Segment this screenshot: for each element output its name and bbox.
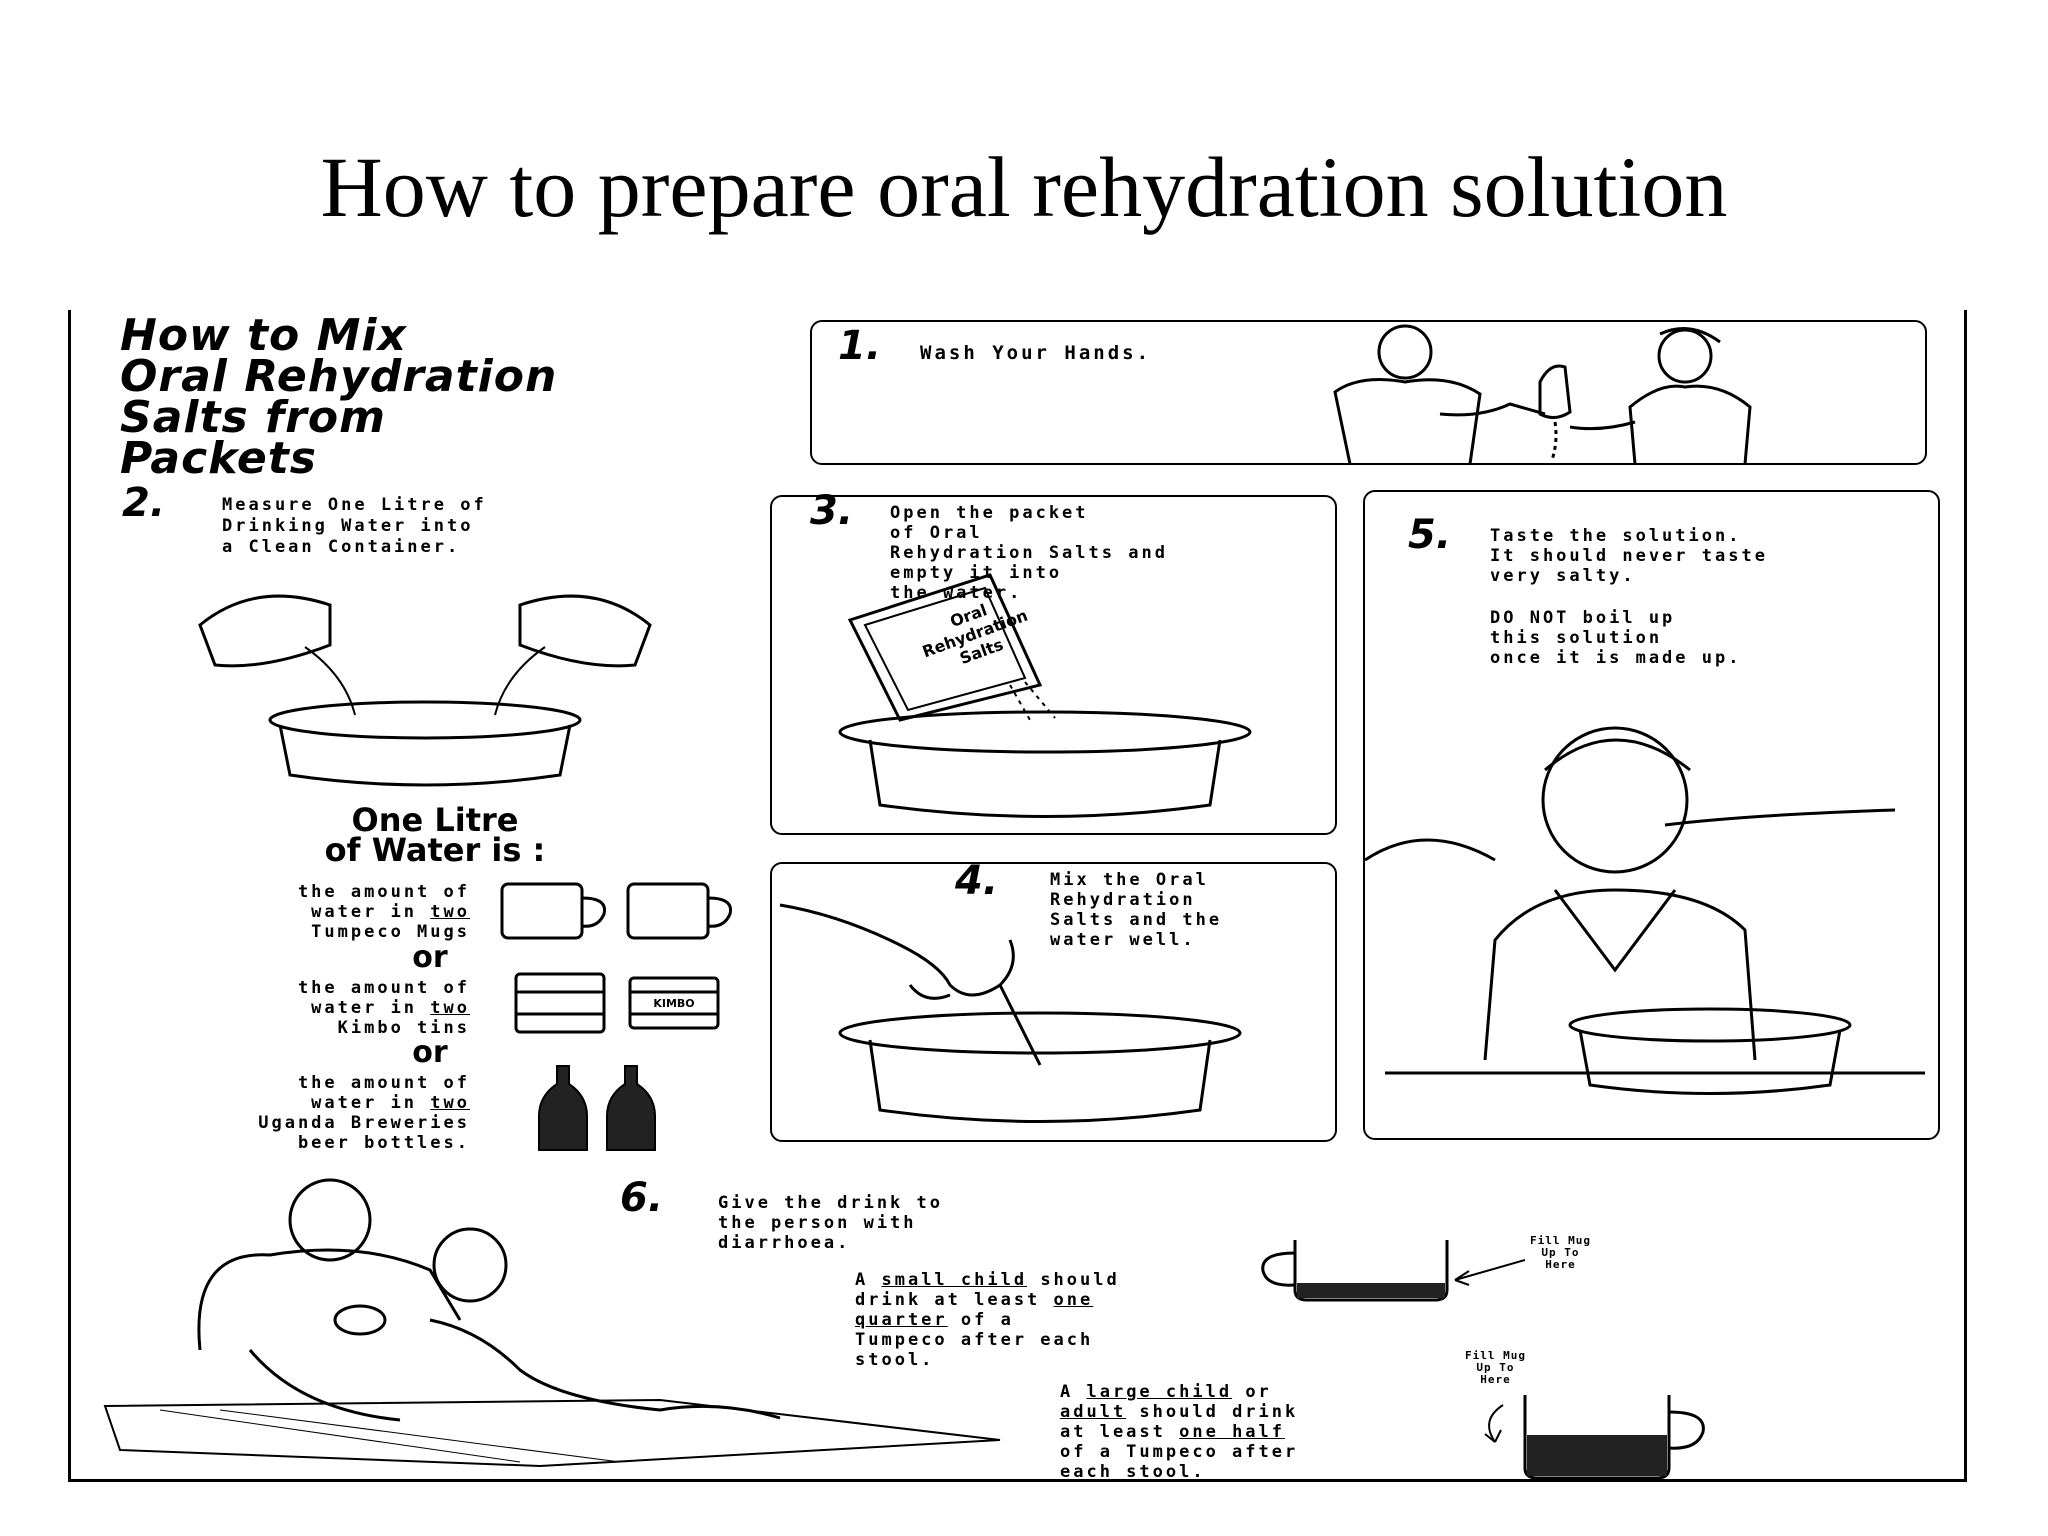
small-child-a: A: [855, 1270, 882, 1290]
step4-panel: [770, 862, 1337, 1142]
step6-text: Give the drink to the person with diarrh…: [718, 1193, 943, 1253]
or-label-1: or: [412, 940, 448, 975]
small-child-b: should drink at least: [855, 1270, 1120, 1310]
fill-mug-label-1: Fill Mug Up To Here: [1530, 1234, 1591, 1271]
kimbo-tin-label: KIMBO: [653, 997, 695, 1010]
small-child-em1: small child: [881, 1270, 1028, 1290]
step5-panel: [1363, 490, 1940, 1140]
small-child-em2: one quarter: [855, 1290, 1094, 1330]
large-child-instruction: A large child or adult should drink at l…: [1060, 1382, 1298, 1482]
litre-opt2-em: two: [430, 998, 470, 1018]
slide-title: How to prepare oral rehydration solution: [320, 139, 1728, 235]
litre-opt2-pre: the amount of water in: [297, 978, 470, 1018]
or-label-2: or: [412, 1035, 448, 1070]
step1-text: Wash Your Hands.: [920, 342, 1152, 364]
large-child-em2: adult: [1060, 1402, 1127, 1422]
litre-option-mugs: the amount of water in two Tumpeco Mugs: [195, 882, 470, 942]
step5-number: 5.: [1408, 512, 1452, 558]
basin-step3-illustration: [838, 710, 1252, 818]
step3-number: 3.: [810, 488, 854, 534]
litre-opt1-post: Tumpeco Mugs: [311, 922, 470, 942]
large-child-em3: one half: [1179, 1422, 1286, 1442]
large-child-c: should drink at least: [1060, 1402, 1299, 1442]
fill-mug-label-2: Fill Mug Up To Here: [1465, 1349, 1526, 1386]
tumpeco-mugs-icon: [500, 882, 733, 940]
step1-panel: [810, 320, 1927, 465]
quarter-mug-icon: [1261, 1240, 1526, 1302]
poster-frame: [68, 310, 1967, 1482]
step1-number: 1.: [838, 323, 882, 369]
large-child-d: of a Tumpeco after each stool.: [1060, 1442, 1299, 1482]
step5-text: Taste the solution. It should never tast…: [1490, 526, 1768, 586]
small-child-c: of a Tumpeco after each stool.: [855, 1310, 1094, 1370]
small-child-instruction: A small child should drink at least one …: [855, 1270, 1120, 1370]
one-litre-heading: One Litre of Water is :: [324, 801, 546, 869]
litre-opt1-em: two: [430, 902, 470, 922]
litre-option-tins: the amount of water in two Kimbo tins: [195, 978, 470, 1038]
pouring-water-illustration: [198, 594, 652, 787]
litre-option-bottles: the amount of water in two Uganda Brewer…: [140, 1073, 470, 1153]
half-mug-icon: [1484, 1395, 1705, 1480]
large-child-a: A: [1060, 1382, 1087, 1402]
poster-heading: How to Mix Oral Rehydration Salts from P…: [120, 310, 558, 484]
step4-number: 4.: [955, 858, 999, 904]
step4-text: Mix the Oral Rehydration Salts and the w…: [1050, 870, 1223, 950]
litre-opt1-pre: the amount of water in: [297, 882, 470, 922]
kimbo-tins-icon: [514, 972, 720, 1034]
litre-opt3-pre: the amount of water in: [297, 1073, 470, 1113]
step2-number: 2.: [122, 480, 166, 526]
beer-bottles-icon: [538, 1065, 656, 1151]
tasting-woman-illustration: [1364, 726, 1925, 1095]
step5-warning: DO NOT boil up this solution once it is …: [1490, 608, 1742, 668]
step3-panel: [770, 495, 1337, 835]
hand-washing-illustration: [1333, 324, 1752, 465]
step2-text: Measure One Litre of Drinking Water into…: [222, 495, 487, 557]
litre-opt3-post: Uganda Breweries beer bottles.: [258, 1113, 470, 1153]
large-child-em1: large child: [1086, 1382, 1233, 1402]
litre-opt3-em: two: [430, 1093, 470, 1113]
mother-feeding-child-illustration: [103, 1178, 1001, 1468]
step6-number: 6.: [620, 1175, 664, 1221]
litre-opt2-post: Kimbo tins: [337, 1018, 470, 1038]
large-child-b: or: [1245, 1382, 1272, 1402]
stirring-illustration: [779, 903, 1242, 1123]
